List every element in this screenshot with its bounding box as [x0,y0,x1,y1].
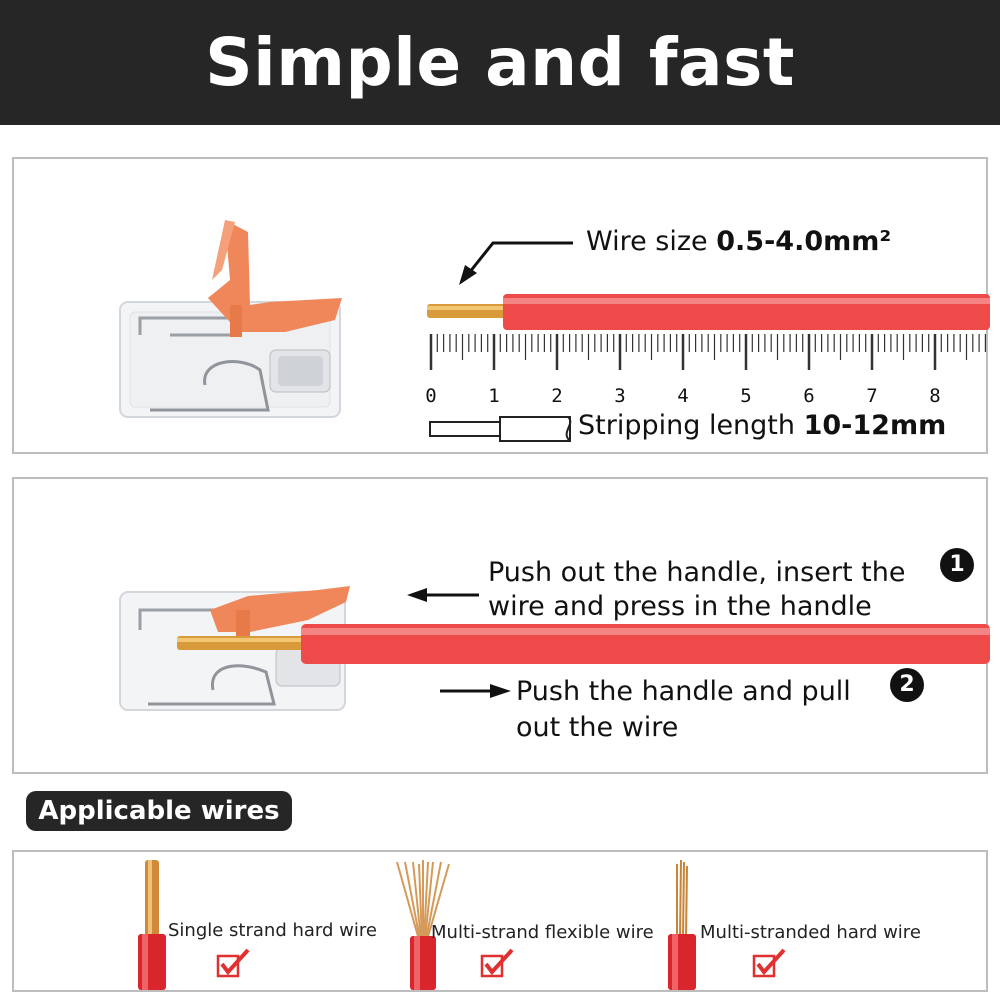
ruler-number: 2 [551,385,562,407]
ruler-number: 8 [929,385,940,407]
stripping-length-sketch [429,416,572,442]
ruler-number: 4 [677,385,688,407]
connector-illustration-open [119,220,342,418]
ruler-number: 6 [803,385,814,407]
inserted-wire-illustration [177,624,990,664]
applicable-wires-panel [12,850,988,992]
wire-label: Single strand hard wire [168,920,377,941]
wire-label: Multi-strand flexible wire [431,922,654,943]
arrow-left-icon [407,588,479,602]
ruler-number: 3 [614,385,625,407]
wire-size-text: Wire size 0.5-4.0mm² [586,226,892,257]
step2-number-badge: 2 [890,668,924,702]
ruler-number: 0 [425,385,436,407]
measuring-ruler: 0 1 2 3 4 5 6 7 8 [425,334,987,407]
wire-label: Multi-stranded hard wire [700,922,921,943]
step1-number-badge: 1 [940,548,974,582]
ruler-number: 7 [866,385,877,407]
step1-text: Push out the handle, insert the wire and… [488,557,906,622]
check-icon [752,948,786,978]
step2-text: Push the handle and pull out the wire [516,676,851,743]
header-bar: Simple and fast installation [0,0,1000,226]
multi-strand-flexible-wire-icon [396,860,450,990]
page-title: Simple and fast installation [205,24,795,226]
single-strand-wire-icon [138,860,166,990]
applicable-wires-title: Applicable wires [26,791,292,831]
multi-stranded-hard-wire-icon [668,859,696,990]
stripping-length-text: Stripping length 10-12mm [578,410,947,441]
ruler-number: 1 [488,385,499,407]
ruler-number: 5 [740,385,751,407]
check-icon [216,948,250,978]
pointer-arrow-icon [459,241,573,285]
check-icon [480,948,514,978]
stripped-wire-illustration [427,294,990,330]
arrow-right-icon [440,684,511,698]
